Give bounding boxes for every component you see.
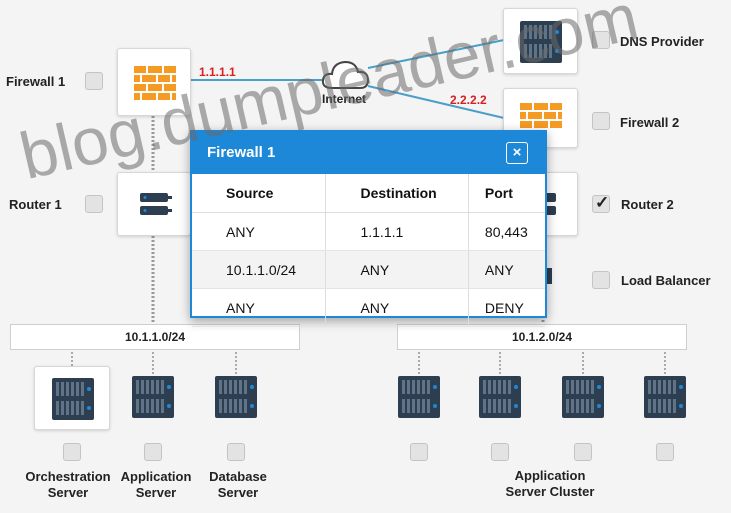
orchestration-server-checkbox[interactable]	[63, 443, 81, 461]
firewall1-device[interactable]	[117, 48, 191, 116]
subnet-bar-1: 10.1.1.0/24	[10, 324, 300, 350]
application-server-checkbox[interactable]	[144, 443, 162, 461]
rule-source[interactable]: ANY	[192, 288, 327, 327]
column-header: Source	[192, 174, 327, 213]
dns-device[interactable]	[503, 8, 578, 74]
load-balancer-icon[interactable]	[544, 266, 554, 286]
cluster-server4-checkbox[interactable]	[656, 443, 674, 461]
router-icon	[140, 193, 172, 215]
dns-label: DNS Provider	[620, 34, 704, 49]
cluster-server1-checkbox[interactable]	[410, 443, 428, 461]
rule-destination[interactable]: 1.1.1.1	[325, 212, 469, 251]
firewall1-label: Firewall 1	[6, 74, 66, 89]
rule-port[interactable]: 80,443	[468, 212, 545, 251]
rule-port[interactable]: DENY	[468, 288, 545, 327]
database-server-checkbox[interactable]	[227, 443, 245, 461]
router1-device[interactable]	[117, 172, 191, 236]
cluster-server2-checkbox[interactable]	[491, 443, 509, 461]
column-header: Destination	[325, 174, 469, 213]
server-rack-icon[interactable]	[214, 376, 258, 418]
firewall1-checkbox[interactable]	[85, 72, 103, 90]
column-header: Port	[468, 174, 545, 213]
firewall-rules-dialog: Firewall 1 × Source Destination Port ANY…	[190, 130, 547, 327]
link-internet-fw2	[367, 85, 505, 119]
server-rack-icon[interactable]	[561, 376, 605, 418]
table-header-row: Source Destination Port	[192, 174, 545, 213]
dns-checkbox[interactable]	[592, 31, 610, 49]
cluster-server3-checkbox[interactable]	[574, 443, 592, 461]
server-rack-icon[interactable]	[131, 376, 175, 418]
server-rack-icon[interactable]	[643, 376, 687, 418]
load-balancer-checkbox[interactable]	[592, 271, 610, 289]
router2-label: Router 2	[621, 197, 674, 212]
orchestration-server-device[interactable]	[34, 366, 110, 430]
dialog-title: Firewall 1	[207, 144, 276, 161]
router1-label: Router 1	[9, 197, 62, 212]
firewall2-ip: 2.2.2.2	[450, 93, 487, 107]
dialog-header: Firewall 1 ×	[192, 132, 545, 174]
firewall2-checkbox[interactable]	[592, 112, 610, 130]
internet-label: Internet	[322, 92, 367, 106]
table-row[interactable]: 10.1.1.0/24 ANY ANY	[192, 250, 545, 289]
subnet-bar-2: 10.1.2.0/24	[397, 324, 687, 350]
server-rack-icon	[52, 378, 94, 420]
link-internet-dns	[367, 39, 505, 69]
table-row[interactable]: ANY 1.1.1.1 80,443	[192, 212, 545, 251]
close-icon[interactable]: ×	[506, 142, 528, 164]
rule-destination[interactable]: ANY	[325, 288, 469, 327]
cloud-icon[interactable]	[320, 56, 372, 92]
firewall1-ip: 1.1.1.1	[199, 65, 236, 79]
rule-destination[interactable]: ANY	[325, 250, 469, 289]
server-rack-icon[interactable]	[397, 376, 441, 418]
checkmark-icon: ✓	[595, 193, 610, 212]
router1-checkbox[interactable]	[85, 195, 103, 213]
firewall-icon	[520, 103, 562, 128]
server-rack-icon[interactable]	[478, 376, 522, 418]
rule-port[interactable]: ANY	[468, 250, 545, 289]
server-rack-icon	[520, 21, 562, 63]
firewall-icon	[134, 66, 176, 100]
load-balancer-label: Load Balancer	[621, 273, 711, 288]
firewall2-label: Firewall 2	[620, 115, 680, 130]
rule-source[interactable]: ANY	[192, 212, 327, 251]
firewall-rules-table: Source Destination Port ANY 1.1.1.1 80,4…	[192, 174, 545, 327]
router2-checkbox[interactable]: ✓	[592, 193, 610, 213]
table-row[interactable]: ANY ANY DENY	[192, 288, 545, 327]
rule-source[interactable]: 10.1.1.0/24	[192, 250, 327, 289]
